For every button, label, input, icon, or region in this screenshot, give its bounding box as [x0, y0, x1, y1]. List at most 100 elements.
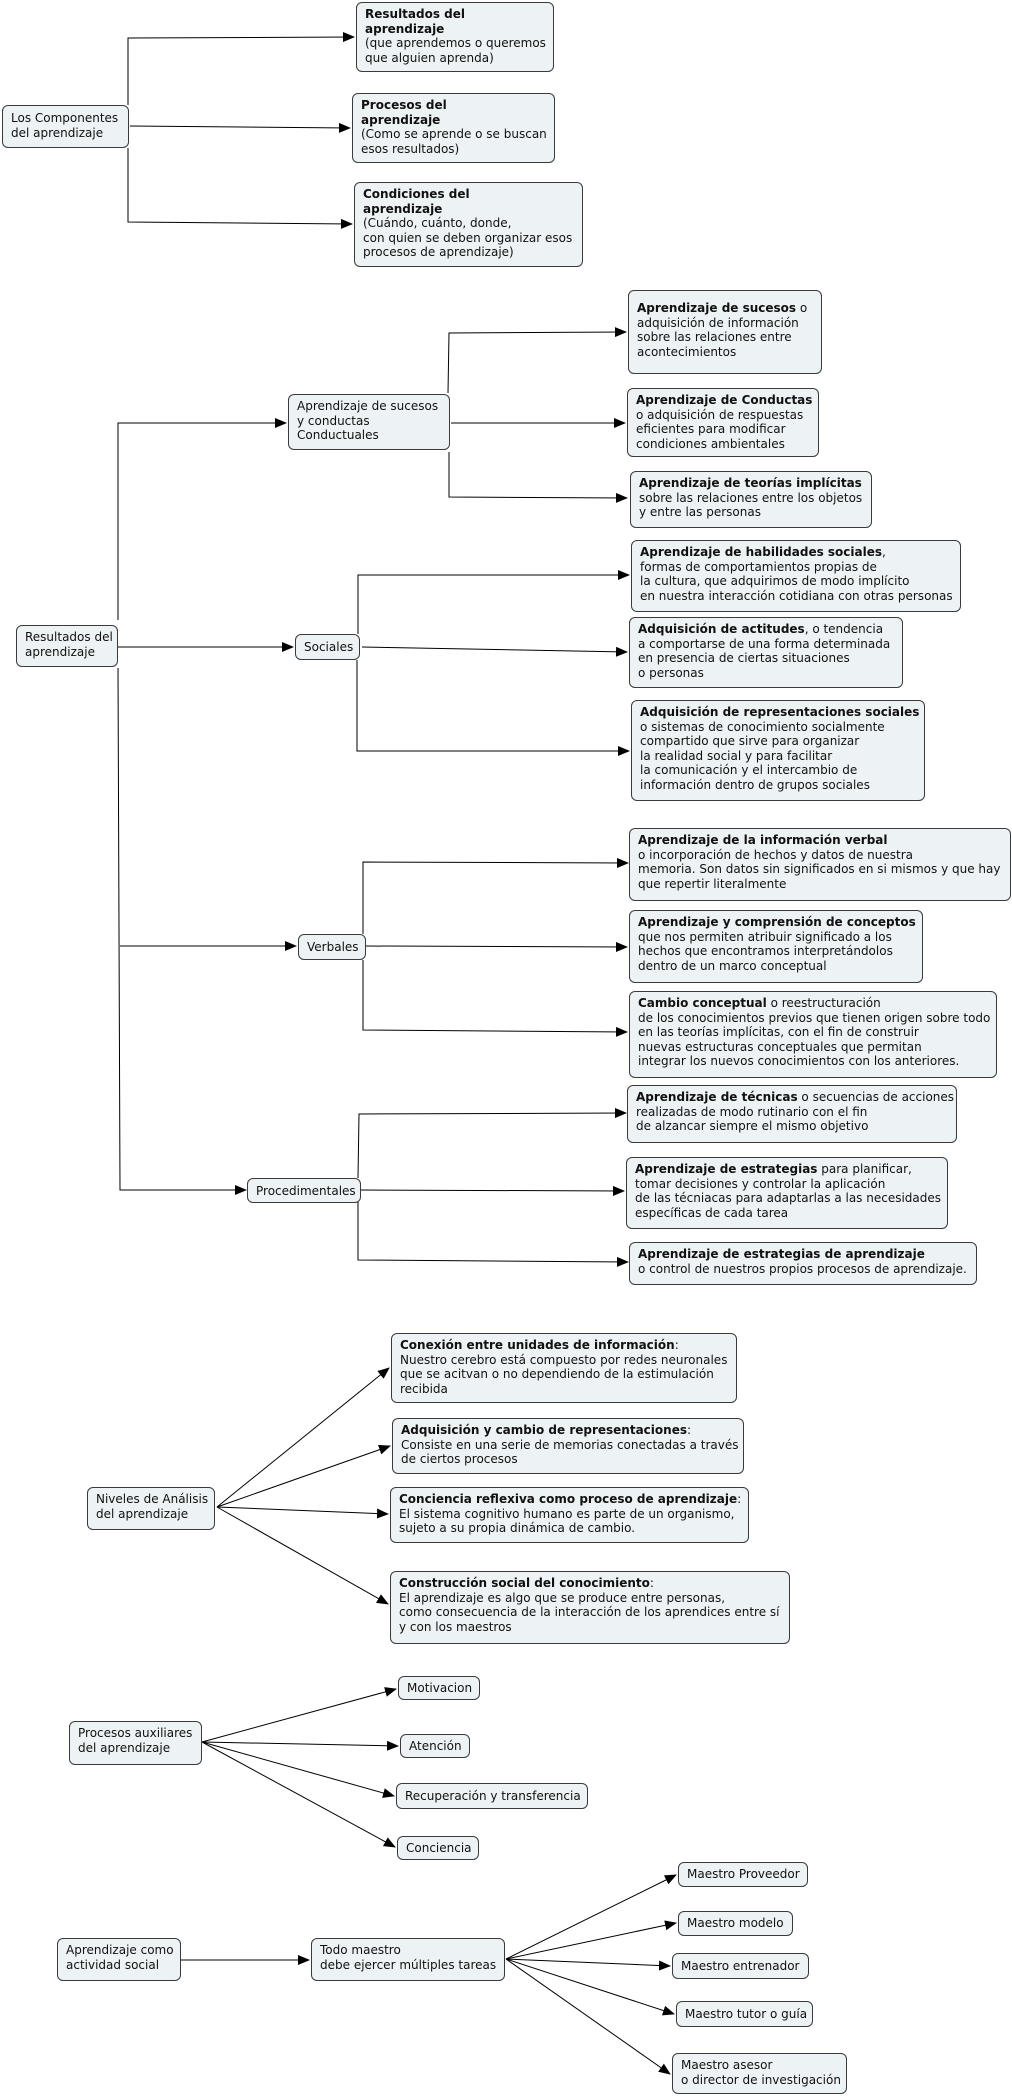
- connector: [357, 1202, 629, 1267]
- node-text: la cultura, que adquirimos de modo implí…: [640, 574, 910, 589]
- node-text: sobre las relaciones entre los objetos: [639, 490, 863, 505]
- node-text: eficientes para modificar: [636, 422, 786, 437]
- resultados-aprendizaje-node: Resultados del aprendizaje (que aprendem…: [356, 2, 554, 72]
- connector: [362, 960, 628, 1037]
- node-text: para planificar,: [817, 1162, 912, 1176]
- actividad-social-root-node: Aprendizaje como actividad social: [57, 1938, 181, 1981]
- node-text: Consiste en una serie de memorias conect…: [401, 1437, 739, 1452]
- node-label: del aprendizaje: [96, 1506, 189, 1521]
- node-text: condiciones ambientales: [636, 436, 785, 451]
- componentes-root-node: Los Componentes del aprendizaje: [2, 105, 129, 148]
- node-text: de las técniacas para adaptarlas a las n…: [635, 1191, 942, 1206]
- node-text: o personas: [638, 665, 704, 680]
- node-label: Maestro Proveedor: [687, 1867, 800, 1881]
- node-text: realizadas de modo rutinario con el fin: [636, 1104, 868, 1119]
- node-label: Maestro entrenador: [681, 1959, 800, 1973]
- procesos-aprendizaje-node: Procesos del aprendizaje (Como se aprend…: [352, 93, 555, 163]
- node-label: debe ejercer múltiples tareas: [320, 1957, 497, 1972]
- maestro-modelo-node: Maestro modelo: [678, 1911, 793, 1936]
- node-text: hechos que encontramos interpretándolos: [638, 944, 893, 959]
- connector: [117, 667, 247, 1195]
- informacion-verbal-node: Aprendizaje de la información verbal o i…: [629, 828, 1011, 901]
- node-text: formas de comportamientos propias de: [640, 559, 877, 574]
- estrategias-aprendizaje-node: Aprendizaje de estrategias de aprendizaj…: [629, 1242, 977, 1285]
- connector: [201, 1740, 399, 1751]
- node-label: Atención: [409, 1739, 462, 1753]
- habilidades-sociales-node: Aprendizaje de habilidades sociales, for…: [631, 540, 961, 612]
- comprension-conceptos-node: Aprendizaje y comprensión de conceptos q…: [629, 910, 923, 983]
- node-title: Aprendizaje y comprensión de conceptos: [638, 915, 916, 929]
- connector: [127, 148, 353, 229]
- node-label: Aprendizaje como: [66, 1943, 174, 1957]
- node-text: sobre las relaciones entre: [637, 330, 792, 345]
- node-title: Aprendizaje de la información verbal: [638, 833, 888, 847]
- connector: [216, 1367, 390, 1508]
- node-text: que se acitvan o no dependiendo de la es…: [400, 1367, 714, 1382]
- maestro-asesor-node: Maestro asesor o director de investigaci…: [672, 2053, 847, 2094]
- conciencia-reflexiva-node: Conciencia reflexiva como proceso de apr…: [390, 1487, 749, 1543]
- node-label: Procesos auxiliares: [78, 1726, 193, 1740]
- condiciones-aprendizaje-node: Condiciones del aprendizaje (Cuándo, cuá…: [354, 182, 583, 267]
- node-text: o sistemas de conocimiento socialmente: [640, 719, 885, 734]
- node-title: Construcción social del conocimiento: [399, 1576, 650, 1590]
- node-title: Aprendizaje de Conductas: [636, 393, 813, 407]
- atencion-node: Atención: [400, 1734, 470, 1758]
- node-label: Resultados del: [25, 630, 113, 644]
- node-label: Maestro modelo: [687, 1916, 784, 1930]
- node-label: del aprendizaje: [78, 1740, 171, 1755]
- node-title: Resultados del: [365, 7, 466, 21]
- node-text: y entre las personas: [639, 505, 761, 520]
- node-title: Conciencia reflexiva como proceso de apr…: [399, 1492, 738, 1506]
- connector: [357, 1108, 627, 1179]
- node-text: de los conocimientos previos que tienen …: [638, 1010, 991, 1025]
- node-text: en las teorías implícitas, con el fin de…: [638, 1025, 919, 1040]
- teorias-implicitas-node: Aprendizaje de teorías implícitas sobre …: [630, 471, 872, 528]
- connector: [360, 1185, 625, 1196]
- construccion-social-node: Construcción social del conocimiento: El…: [390, 1571, 790, 1644]
- node-title: Aprendizaje de teorías implícitas: [639, 476, 862, 490]
- node-title: Aprendizaje de técnicas: [636, 1090, 798, 1104]
- connector: [447, 327, 627, 394]
- node-text: ,: [882, 545, 886, 559]
- representaciones-node: Adquisición y cambio de representaciones…: [392, 1418, 744, 1474]
- conexion-unidades-node: Conexión entre unidades de información: …: [391, 1333, 737, 1403]
- node-text: recibida: [400, 1381, 448, 1396]
- connector: [127, 32, 355, 105]
- connector: [216, 1506, 389, 1519]
- node-label: Conciencia: [406, 1841, 472, 1855]
- node-text: (que aprendemos o queremos: [365, 36, 546, 51]
- node-label: Maestro tutor o guía: [685, 2007, 808, 2021]
- estrategias-node: Aprendizaje de estrategias para planific…: [626, 1157, 948, 1229]
- node-text: :: [686, 1423, 692, 1437]
- node-text: integrar los nuevos conocimientos con lo…: [638, 1054, 960, 1069]
- conciencia-node: Conciencia: [397, 1836, 479, 1860]
- node-title: aprendizaje: [365, 21, 445, 36]
- node-text: o control de nuestros propios procesos d…: [638, 1261, 967, 1276]
- node-text: a comportarse de una forma determinada: [638, 636, 891, 651]
- node-text: en presencia de ciertas situaciones: [638, 651, 850, 666]
- tecnicas-node: Aprendizaje de técnicas o secuencias de …: [627, 1085, 957, 1143]
- connector: [357, 570, 630, 634]
- node-label: Motivacion: [407, 1681, 473, 1695]
- node-text: o adquisición de respuestas: [636, 407, 804, 422]
- connector: [364, 941, 628, 952]
- node-title: Conexión entre unidades de información: [400, 1338, 675, 1352]
- node-text: específicas de cada tarea: [635, 1205, 789, 1220]
- node-label: o director de investigación: [681, 2072, 841, 2087]
- node-title: Adquisición de representaciones sociales: [640, 705, 920, 719]
- node-text: o reestructuración: [766, 996, 881, 1010]
- node-text: como consecuencia de la interacción de l…: [399, 1605, 780, 1620]
- node-text: nuevas estructuras conceptuales que perm…: [638, 1039, 922, 1054]
- niveles-analisis-root-node: Niveles de Análisis del aprendizaje: [87, 1487, 215, 1530]
- connector: [362, 857, 629, 934]
- node-title: Aprendizaje de estrategias: [635, 1162, 818, 1176]
- node-text: :: [649, 1576, 654, 1590]
- node-label: Procedimentales: [256, 1184, 356, 1198]
- node-title: Aprendizaje de estrategias de aprendizaj…: [638, 1247, 925, 1261]
- node-text: o secuencias de acciones: [797, 1090, 955, 1104]
- node-text: procesos de aprendizaje): [363, 245, 514, 260]
- node-text: que alguien aprenda): [365, 50, 494, 65]
- connector: [505, 1958, 671, 2075]
- connector: [505, 1920, 677, 1960]
